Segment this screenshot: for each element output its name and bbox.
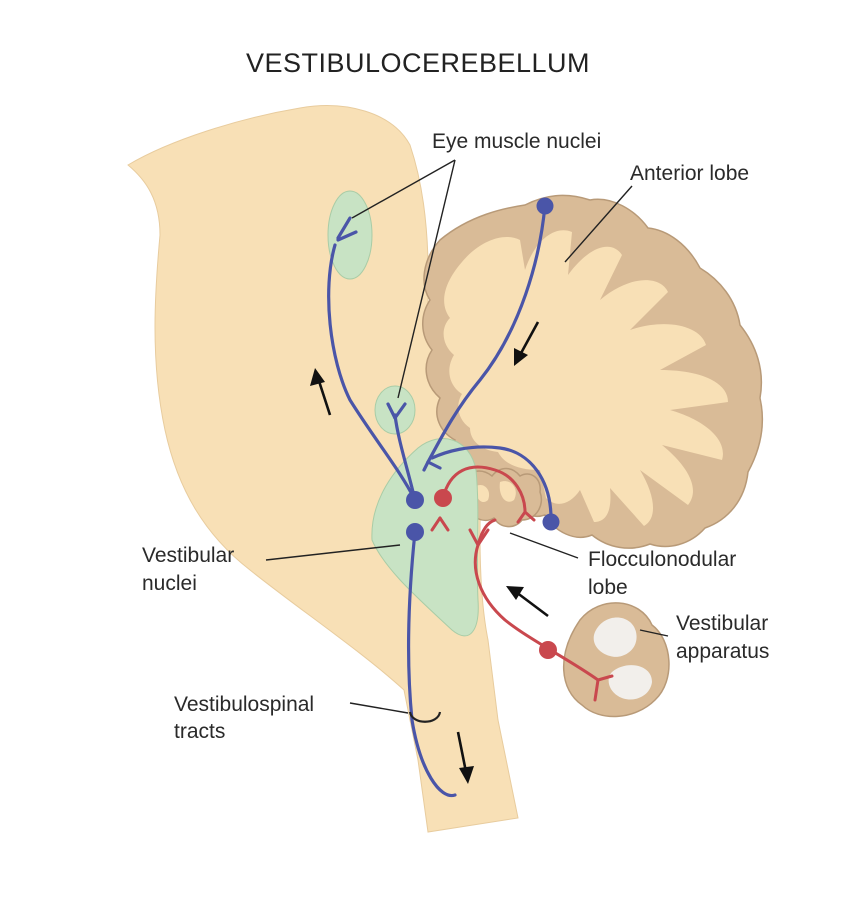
leader-flocculonodular <box>509 532 579 559</box>
afferent-pathways <box>430 465 614 702</box>
purkinje-cell-flocculonodular <box>542 513 560 531</box>
leader-vestibular-apparatus <box>639 629 669 637</box>
arrow-from-apparatus <box>506 586 549 618</box>
leader-eye-muscle-upper <box>351 159 456 219</box>
label-vestibulospinal-line1: Vestibulospinal <box>174 693 314 716</box>
vestibular-apparatus <box>562 602 670 718</box>
vestibular-nucleus-neuron-upper <box>406 491 424 509</box>
leader-vestibular-nuclei <box>265 544 401 561</box>
leader-anterior-lobe <box>564 185 633 263</box>
label-anterior-lobe: Anterior lobe <box>630 162 749 185</box>
arrow-down-spinal <box>456 731 474 784</box>
arrow-down-cerebellum <box>514 321 540 366</box>
label-flocculonodular-line1: Flocculonodular <box>588 548 736 571</box>
label-vestibular-nuclei-line2: nuclei <box>142 572 197 595</box>
label-vestibular-apparatus-line2: apparatus <box>676 640 769 663</box>
vestibulospinal-tract-marker <box>408 711 442 723</box>
efferent-pathways <box>327 203 553 798</box>
label-vestibular-nuclei-line1: Vestibular <box>142 544 234 567</box>
leader-vestibulospinal <box>349 702 409 714</box>
vestibular-ganglion-cell <box>539 641 557 659</box>
label-vestibular-apparatus-line1: Vestibular <box>676 612 768 635</box>
vestibular-nucleus-red-neuron <box>434 489 452 507</box>
brainstem <box>127 105 519 833</box>
eye-muscle-nucleus-lower <box>374 385 416 435</box>
label-flocculonodular-line2: lobe <box>588 576 628 599</box>
arrow-up-left <box>310 368 332 416</box>
label-vestibulospinal-line2: tracts <box>174 720 225 743</box>
label-eye-muscle-nuclei: Eye muscle nuclei <box>432 130 601 153</box>
diagram-title: VESTIBULOCEREBELLUM <box>246 48 590 78</box>
leader-eye-muscle-lower <box>397 159 456 399</box>
purkinje-cell-anterior-lobe <box>536 197 554 215</box>
vestibular-nucleus-neuron-lower <box>406 523 424 541</box>
